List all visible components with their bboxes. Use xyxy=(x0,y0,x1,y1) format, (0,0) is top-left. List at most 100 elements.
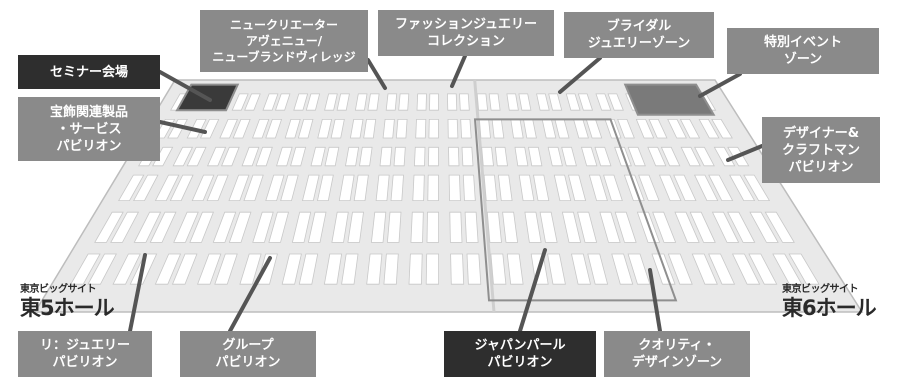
booth xyxy=(110,211,140,243)
booth xyxy=(395,119,408,139)
booth xyxy=(486,211,502,243)
booth xyxy=(635,119,655,139)
booth xyxy=(667,119,687,139)
hall-east6-name: 東6ホール xyxy=(782,296,877,320)
label-designer-craftsman-pavilion: デザイナー& クラフトマン パビリオン xyxy=(762,117,880,183)
booth xyxy=(301,174,320,202)
hall-east5-name: 東5ホール xyxy=(20,296,115,320)
booth xyxy=(70,253,101,285)
hall-east6-venue: 東京ビッグサイト xyxy=(782,284,858,295)
booth xyxy=(599,211,621,243)
booth xyxy=(416,93,427,111)
booth xyxy=(466,253,482,285)
booth xyxy=(383,253,399,285)
booth xyxy=(87,253,117,285)
booth xyxy=(648,119,668,139)
booth xyxy=(232,119,251,139)
booth xyxy=(652,211,677,243)
booth xyxy=(749,211,779,243)
booth xyxy=(524,211,542,243)
booth xyxy=(390,174,404,202)
booth xyxy=(483,174,498,202)
booth xyxy=(265,119,283,139)
leader-rejewelry xyxy=(128,253,147,333)
booth xyxy=(490,253,507,285)
leader-special-event xyxy=(698,72,742,98)
booth xyxy=(731,253,761,285)
booth xyxy=(459,93,470,111)
booth xyxy=(370,211,387,243)
booth xyxy=(571,253,592,285)
booth xyxy=(385,93,398,111)
booth xyxy=(708,253,736,285)
leader-group xyxy=(228,256,272,333)
booth xyxy=(580,146,598,167)
booth xyxy=(310,146,326,167)
booth xyxy=(462,174,476,202)
label-special-event-zone: 特別イベント ゾーン xyxy=(727,28,879,74)
booth xyxy=(553,174,572,202)
booth xyxy=(567,174,587,202)
booth xyxy=(565,93,581,111)
booth xyxy=(353,174,369,202)
booth xyxy=(660,146,681,167)
booth xyxy=(154,253,182,285)
leader-new-creators xyxy=(366,58,387,90)
booth xyxy=(743,174,771,202)
label-fashion-jewelry-collection: ファッションジュエリー コレクション xyxy=(378,10,554,56)
booth xyxy=(547,146,563,167)
booth xyxy=(228,211,252,243)
booth xyxy=(172,146,194,167)
booth xyxy=(276,146,293,167)
booth xyxy=(577,211,598,243)
booth xyxy=(464,211,479,243)
booth xyxy=(667,253,693,285)
booth xyxy=(461,146,474,167)
booth xyxy=(186,146,207,167)
booth xyxy=(336,93,350,111)
booth xyxy=(415,119,427,139)
booth xyxy=(514,146,529,167)
booth xyxy=(673,174,697,202)
booth xyxy=(506,93,519,111)
leader-bridal xyxy=(558,56,602,94)
booth xyxy=(408,253,423,285)
booth xyxy=(711,119,733,139)
booth xyxy=(366,253,383,285)
leader-japan-pearl xyxy=(518,248,547,333)
booth xyxy=(118,174,145,202)
booth xyxy=(338,174,355,202)
booth xyxy=(647,146,667,167)
booth xyxy=(680,146,701,167)
booth xyxy=(290,146,307,167)
booth xyxy=(206,174,229,202)
booth xyxy=(595,93,612,111)
booth xyxy=(241,146,260,167)
leader-quality-design xyxy=(648,268,662,333)
label-japan-pearl-pavilion: ジャパンパール パビリオン xyxy=(444,331,596,377)
booth xyxy=(428,119,439,139)
booth xyxy=(219,119,239,139)
booth xyxy=(476,93,489,111)
booth-grid xyxy=(70,83,820,302)
booth xyxy=(281,253,302,285)
booth xyxy=(112,253,141,285)
booth xyxy=(588,174,608,202)
booth xyxy=(607,93,624,111)
booth xyxy=(594,146,612,167)
leader-ornaments xyxy=(158,120,207,134)
booth xyxy=(764,211,795,243)
booth xyxy=(133,174,159,202)
booth xyxy=(450,253,465,285)
booth xyxy=(561,146,577,167)
booth xyxy=(561,211,582,243)
booth xyxy=(448,174,461,202)
booth xyxy=(323,253,343,285)
booth xyxy=(429,93,439,111)
hall-east5-venue: 東京ビッグサイト xyxy=(20,284,96,295)
booth xyxy=(603,174,623,202)
booth xyxy=(280,174,299,202)
booth xyxy=(679,119,701,139)
booth xyxy=(239,253,262,285)
